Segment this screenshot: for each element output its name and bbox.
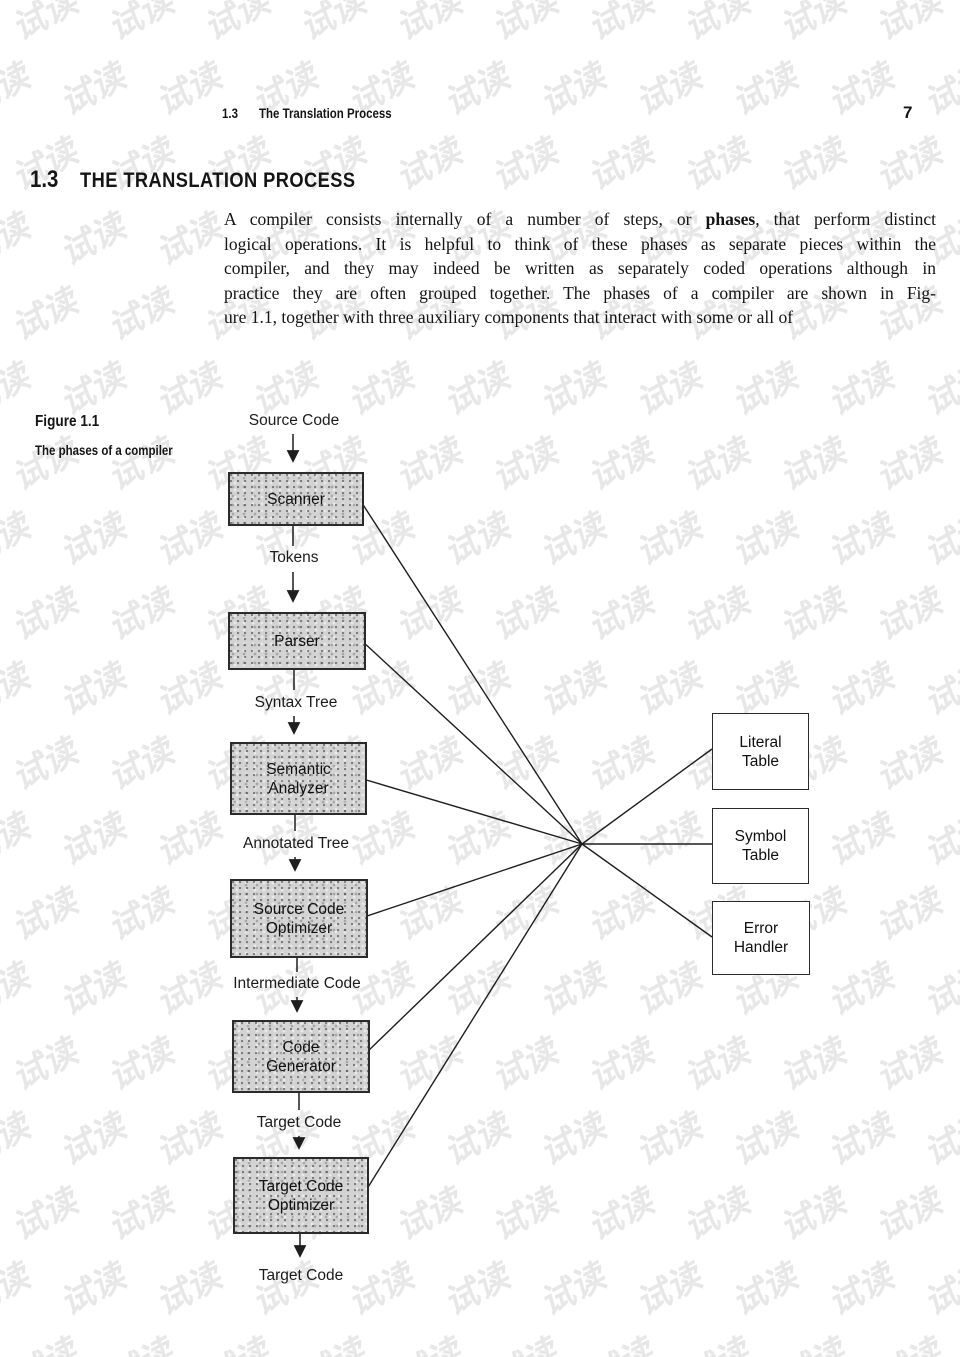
running-header: 1.3 The Translation Process	[222, 106, 415, 121]
aux-label-error-handler: Error Handler	[733, 920, 789, 956]
phase-label-source-code-optimizer: Source Code Optimizer	[253, 900, 345, 937]
phase-label-target-code-optimizer: Target Code Optimizer	[258, 1177, 344, 1214]
figure-caption-text: The phases of a compiler	[35, 443, 173, 458]
connector-hub-error-handler	[581, 843, 713, 938]
connector-parser-hub	[361, 640, 583, 845]
phase-box-semantic-analyzer: Semantic Analyzer	[230, 742, 367, 815]
io-label-annotated-tree: Annotated Tree	[243, 835, 349, 852]
io-label-source-code: Source Code	[248, 412, 340, 429]
running-header-section: 1.3	[222, 106, 238, 121]
figure-label-text: Figure 1.1	[35, 413, 100, 430]
paragraph-line: practice they are often grouped together…	[224, 282, 936, 303]
phase-box-parser: Parser	[228, 612, 366, 670]
io-label-target-code-final: Target Code	[258, 1267, 344, 1284]
section-heading-number: 1.3	[30, 166, 63, 194]
phase-box-source-code-optimizer: Source Code Optimizer	[230, 879, 368, 958]
io-label-intermediate-code: Intermediate Code	[233, 975, 361, 992]
connector-hub-literal-table	[581, 748, 713, 845]
io-label-syntax-tree: Syntax Tree	[254, 694, 338, 711]
section-heading-number-text: 1.3	[30, 166, 59, 193]
io-label-target-code: Target Code	[256, 1114, 342, 1131]
figure-label: Figure 1.1	[35, 413, 111, 431]
running-header-title: The Translation Process	[258, 106, 392, 121]
phase-label-parser: Parser	[274, 632, 320, 650]
figure-caption: The phases of a compiler	[35, 443, 197, 458]
connector-codegen-hub	[365, 843, 583, 1054]
io-label-tokens: Tokens	[269, 549, 319, 566]
connector-scanner-hub	[359, 499, 583, 845]
aux-box-literal-table: Literal Table	[712, 713, 809, 790]
section-heading-title-text: THE TRANSLATION PROCESS	[80, 168, 356, 192]
phase-label-scanner: Scanner	[267, 490, 325, 508]
connector-targetopt-hub	[364, 843, 583, 1193]
connector-semantic-hub	[362, 778, 583, 845]
phase-box-target-code-optimizer: Target Code Optimizer	[233, 1157, 369, 1234]
aux-box-error-handler: Error Handler	[712, 901, 810, 975]
paragraph-line: logical operations. It is helpful to thi…	[224, 233, 936, 254]
connector-sourceopt-hub	[363, 843, 583, 918]
paragraph-line: ure 1.1, together with three auxiliary c…	[224, 307, 794, 328]
section-heading-title: THE TRANSLATION PROCESS	[80, 168, 404, 193]
phase-label-code-generator: Code Generator	[266, 1038, 336, 1075]
phase-box-scanner: Scanner	[228, 472, 364, 526]
flow-arrows	[286, 434, 307, 1258]
aux-label-symbol-table: Symbol Table	[734, 828, 787, 864]
aux-box-symbol-table: Symbol Table	[712, 808, 809, 884]
hub-connectors	[359, 499, 713, 1193]
aux-label-literal-table: Literal Table	[739, 733, 782, 770]
page-number: 7	[903, 103, 913, 122]
paragraph-line: A compiler consists internally of a numb…	[224, 209, 936, 229]
phase-label-semantic-analyzer: Semantic Analyzer	[266, 760, 331, 797]
paragraph: A compiler consists internally of a numb…	[224, 207, 936, 330]
paragraph-line: compiler, and they may indeed be written…	[224, 258, 936, 279]
phase-box-code-generator: Code Generator	[232, 1020, 370, 1093]
